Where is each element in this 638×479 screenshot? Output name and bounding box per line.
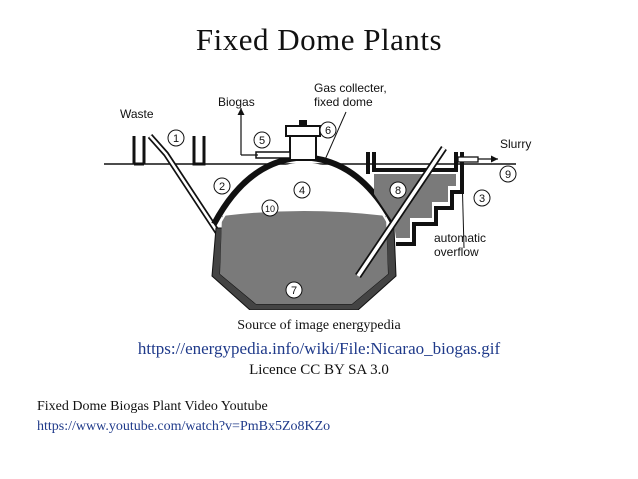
marker-1: 1 (167, 129, 185, 147)
marker-10: 10 (261, 199, 279, 217)
waste-label: Waste (120, 107, 154, 121)
overflow-pipe-inner (356, 147, 446, 277)
marker-9: 9 (499, 165, 517, 183)
manhole-neck (289, 135, 317, 161)
digester-slurry (220, 211, 388, 304)
video-link[interactable]: https://www.youtube.com/watch?v=PmBx5Zo8… (37, 419, 331, 434)
video-title: Fixed Dome Biogas Plant Video Youtube (37, 399, 268, 414)
image-source-caption: Source of image energypedia (237, 318, 401, 333)
fixed-dome-inner (219, 163, 389, 224)
svg-text:7: 7 (291, 285, 297, 297)
svg-text:10: 10 (265, 204, 275, 214)
compensation-tank-walls (366, 152, 464, 178)
marker-6: 6 (319, 121, 337, 139)
gas-pipe (255, 151, 291, 159)
fixed-dome-plant-diagram: Waste Biogas Gas collecter, fixed dome S… (104, 81, 531, 310)
gas-collector-label-2: fixed dome (314, 95, 373, 109)
gas-collector-label-1: Gas collecter, (314, 81, 387, 95)
svg-text:9: 9 (505, 169, 511, 181)
inlet-tank (132, 136, 206, 166)
automatic-overflow-label-2: overflow (434, 245, 479, 259)
svg-text:2: 2 (219, 181, 225, 193)
compensation-tank-steps (396, 178, 464, 246)
slurry-label: Slurry (500, 137, 531, 151)
marker-8: 8 (389, 181, 407, 199)
slurry-outlet-pipe (457, 156, 479, 163)
slide-title: Fixed Dome Plants (195, 22, 443, 57)
svg-text:3: 3 (479, 193, 485, 205)
marker-7: 7 (285, 281, 303, 299)
biogas-label: Biogas (218, 95, 255, 109)
svg-text:4: 4 (299, 185, 305, 197)
svg-text:1: 1 (173, 133, 179, 145)
licence-caption: Licence CC BY SA 3.0 (249, 362, 389, 378)
svg-text:5: 5 (259, 135, 265, 147)
marker-5: 5 (253, 131, 271, 149)
gas-collector-leader (323, 111, 347, 163)
manhole-handle (299, 120, 307, 126)
inlet-pipe-inner (149, 135, 226, 243)
manhole-cover (285, 125, 321, 137)
marker-2: 2 (213, 177, 231, 195)
marker-4: 4 (293, 181, 311, 199)
overflow-leader (461, 173, 465, 249)
marker-3: 3 (473, 189, 491, 207)
image-source-link[interactable]: https://energypedia.info/wiki/File:Nicar… (137, 339, 501, 358)
automatic-overflow-label-1: automatic (434, 231, 486, 245)
svg-text:6: 6 (325, 125, 331, 137)
svg-text:8: 8 (395, 185, 401, 197)
